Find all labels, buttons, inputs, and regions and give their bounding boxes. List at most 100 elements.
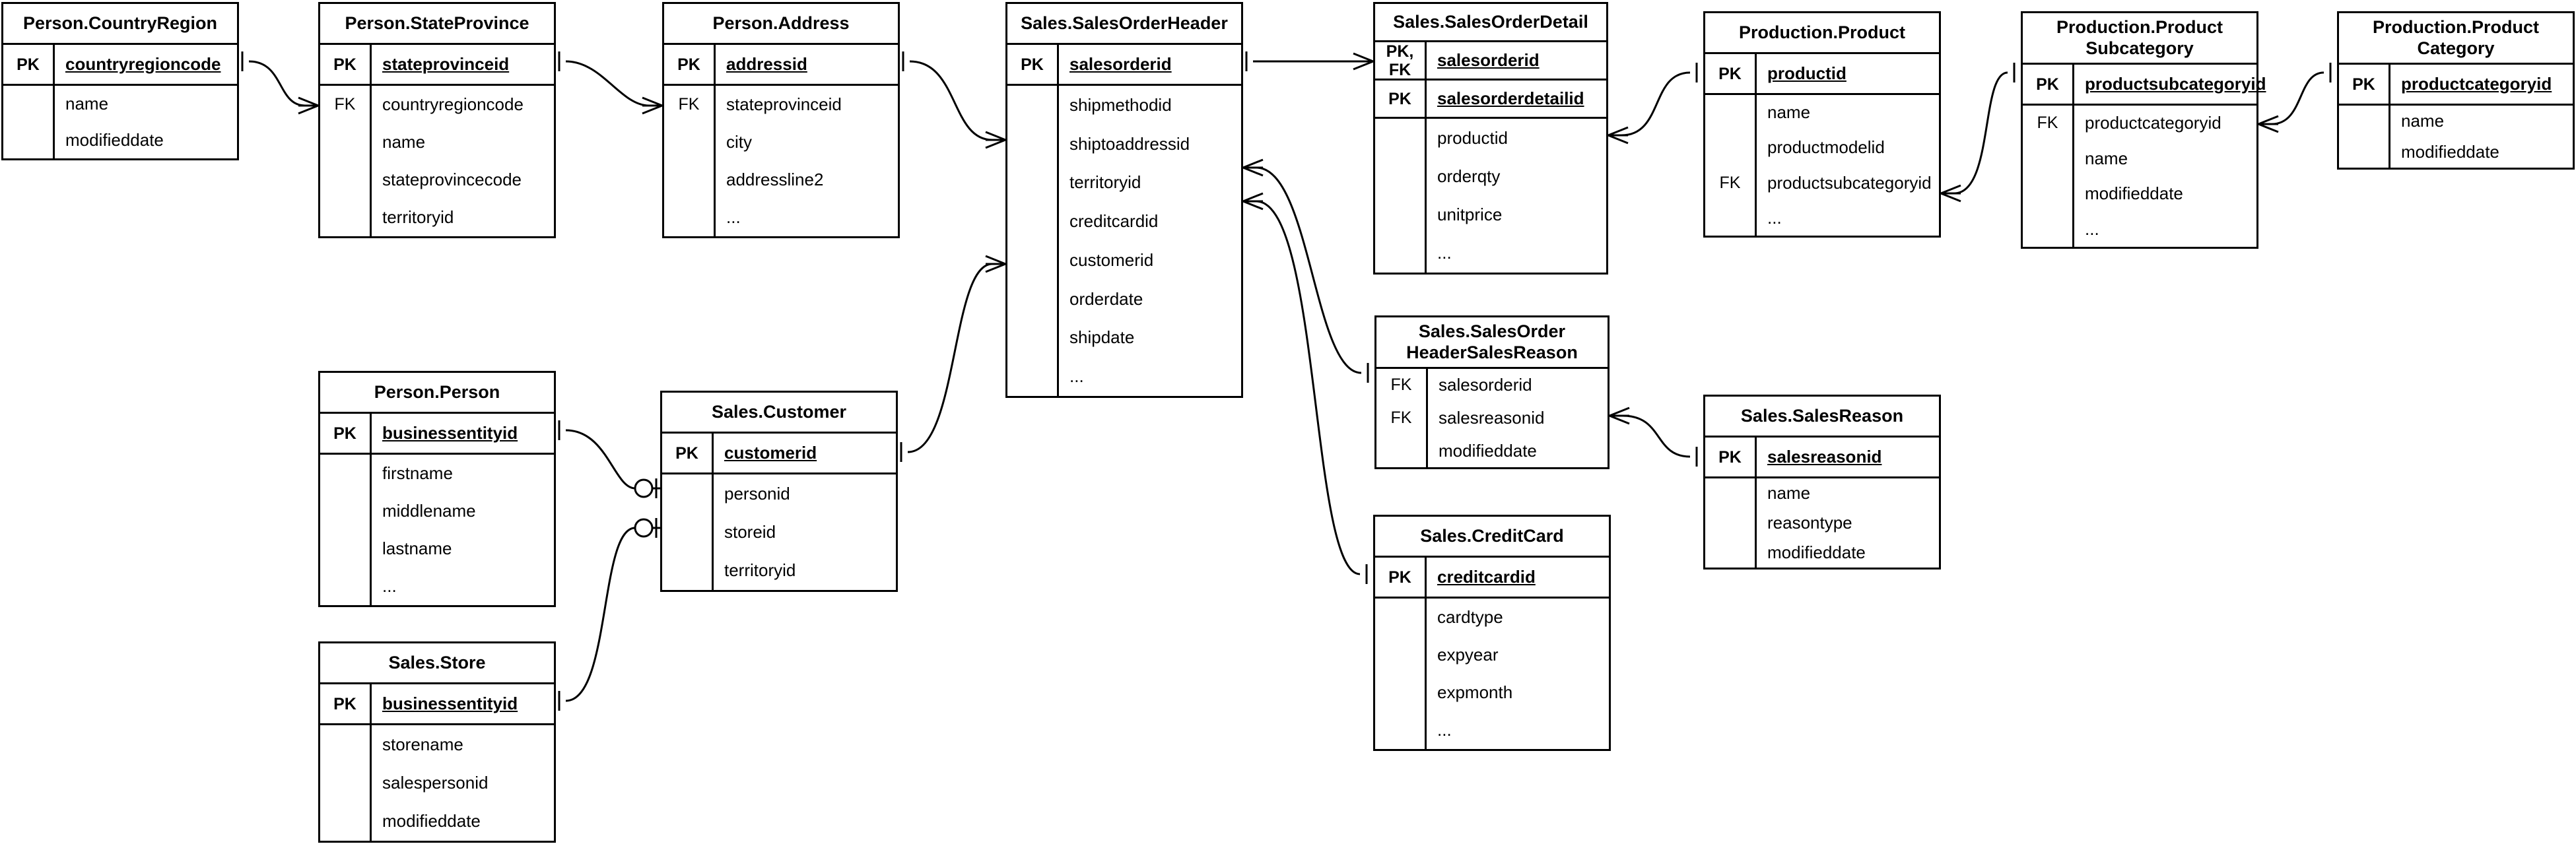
attribute-name: productid	[1437, 127, 1508, 148]
entity-title: Person.Address	[664, 4, 898, 45]
link-salesorderheader-salesorderdetail	[1245, 51, 1374, 71]
crowsfoot	[1608, 126, 1629, 145]
key-label	[1705, 130, 1755, 165]
link-path	[1256, 166, 1362, 374]
key-column	[662, 474, 714, 590]
attribute-name: ...	[1437, 243, 1452, 263]
link-path	[565, 60, 650, 107]
key-label: PK	[1007, 45, 1059, 84]
key-label	[320, 161, 370, 199]
key-label	[1375, 119, 1425, 157]
attribute-name: expyear	[1437, 645, 1499, 665]
link-store-customer	[558, 518, 660, 711]
attribute-name: modifieddate	[1439, 440, 1537, 461]
entity-title: Sales.SalesOrderHeader	[1007, 4, 1241, 45]
link-salesorderheader-creditcard	[1242, 192, 1368, 584]
key-column: FK	[664, 86, 716, 236]
key-column	[2339, 106, 2390, 168]
attribute-name: shipmethodid	[1069, 94, 1172, 115]
attribute-name: productcategoryid	[2085, 113, 2221, 133]
attribute-name: addressid	[726, 54, 807, 74]
key-label: PK, FK	[1375, 42, 1427, 79]
attribute-name: modifieddate	[1767, 542, 1866, 562]
attribute-name: modifieddate	[382, 811, 481, 831]
key-label	[664, 123, 714, 161]
key-label: FK	[678, 95, 700, 114]
key-label	[662, 513, 712, 551]
attribute-name: stateprovincecode	[382, 170, 522, 189]
attribute-name: salesorderdetailid	[1437, 88, 1584, 108]
attribute-name: shipdate	[1069, 327, 1135, 348]
key-label: FK	[1390, 408, 1412, 427]
attribute-name: creditcardid	[1437, 567, 1536, 587]
link-person-customer	[558, 420, 660, 498]
attribute-name: productsubcategoryid	[2085, 74, 2266, 94]
attribute-name: salesorderid	[1069, 54, 1172, 74]
key-label: PK	[320, 45, 372, 84]
attribute-name: name	[1767, 483, 1811, 503]
attribute-name: storeid	[724, 521, 776, 542]
entity-title: Production.Product Subcategory	[2023, 13, 2256, 65]
key-label	[662, 552, 712, 590]
attribute-name: addressline2	[726, 170, 824, 189]
link-path	[1622, 414, 1691, 458]
link-path	[909, 60, 993, 141]
key-label: FK	[334, 95, 356, 114]
attribute-name: middlename	[382, 501, 476, 521]
key-label	[1007, 241, 1057, 280]
crowsfoot	[1353, 52, 1374, 71]
link-productsubcategory-productcategory	[2258, 63, 2332, 133]
key-label: PK	[1705, 438, 1757, 476]
attribute-name: firstname	[382, 463, 453, 483]
key-column	[1007, 86, 1059, 396]
key-label: PK	[1375, 558, 1427, 597]
entity-title: Sales.Store	[320, 643, 554, 684]
key-label	[1705, 95, 1755, 130]
attribute-name: name	[2085, 148, 2128, 168]
key-label	[1007, 280, 1057, 319]
entity-title: Production.Product	[1705, 13, 1939, 54]
key-label	[1375, 599, 1425, 636]
primary-key-row: PK creditcardid	[1375, 558, 1609, 599]
key-label	[664, 199, 714, 236]
link-salesorderdetail-product	[1608, 63, 1698, 145]
key-label: PK	[2023, 65, 2074, 104]
key-label	[1705, 201, 1755, 236]
key-label	[1007, 164, 1057, 203]
key-label	[1007, 357, 1057, 396]
link-path	[1953, 71, 2008, 195]
key-label	[320, 199, 370, 236]
key-label	[2023, 212, 2072, 247]
attribute-name: name	[65, 94, 109, 114]
key-label	[1705, 508, 1755, 538]
